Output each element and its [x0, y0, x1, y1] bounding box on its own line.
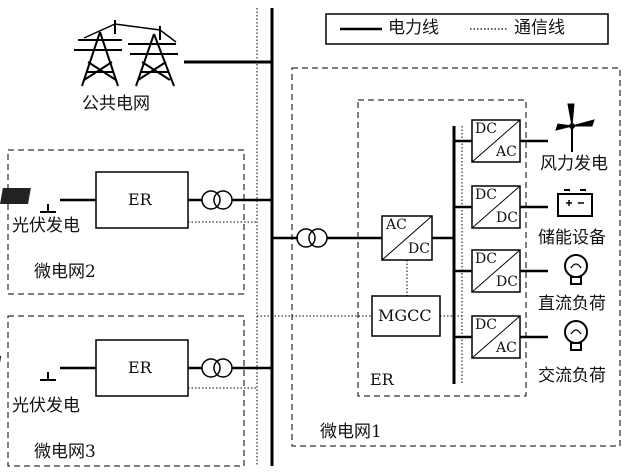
- conv4-bottom: AC: [496, 340, 517, 356]
- solar-panel-icon-mg2: [0, 187, 64, 213]
- transformer-mg2-a: [201, 190, 221, 210]
- transformer-mg2-b: [213, 190, 233, 210]
- pv-label-mg2: 光伏发电: [12, 216, 80, 236]
- ac-load-label: 交流负荷: [538, 366, 606, 386]
- conv1-bottom: AC: [496, 144, 517, 160]
- lightbulb-icon-ac: [564, 320, 588, 351]
- microgrid3-boundary: [7, 315, 245, 467]
- wind-turbine-icon: [555, 103, 595, 152]
- microgrid2-label: 微电网2: [34, 262, 96, 282]
- mgcc-label: MGCC: [378, 306, 432, 325]
- er-mg3-label: ER: [128, 358, 152, 377]
- legend-power-label: 电力线: [388, 18, 439, 38]
- acdc-top: AC: [386, 217, 407, 233]
- battery-icon: [557, 189, 593, 217]
- conv2-bottom: DC: [496, 210, 518, 226]
- microgrid3-label: 微电网3: [34, 442, 96, 462]
- legend-box: [325, 13, 609, 45]
- pv-label-mg3: 光伏发电: [12, 396, 80, 416]
- er-boundary: [357, 99, 527, 397]
- legend-comm-label: 通信线: [514, 18, 565, 38]
- public-grid-label: 公共电网: [82, 94, 150, 114]
- conv4-top: DC: [475, 317, 497, 333]
- conv3-bottom: DC: [496, 274, 518, 290]
- transmission-tower-icon: [74, 20, 178, 87]
- conv2-top: DC: [475, 187, 497, 203]
- wind-label: 风力发电: [540, 154, 608, 174]
- conv1-top: DC: [475, 121, 497, 137]
- microgrid1-boundary: [291, 67, 621, 447]
- solar-panel-icon-mg3: [0, 356, 64, 381]
- er-mg2-label: ER: [128, 190, 152, 209]
- transformer-mg1-a: [296, 228, 316, 248]
- transformer-mg1-b: [308, 228, 328, 248]
- er-label: ER: [370, 370, 394, 389]
- transformer-mg3-b: [213, 358, 233, 378]
- transformer-mg3-a: [201, 358, 221, 378]
- conv3-top: DC: [475, 251, 497, 267]
- storage-label: 储能设备: [538, 228, 606, 248]
- microgrid1-label: 微电网1: [320, 422, 382, 442]
- dc-load-label: 直流负荷: [538, 294, 606, 314]
- acdc-bottom: DC: [408, 241, 430, 257]
- lightbulb-icon-dc: [564, 254, 588, 285]
